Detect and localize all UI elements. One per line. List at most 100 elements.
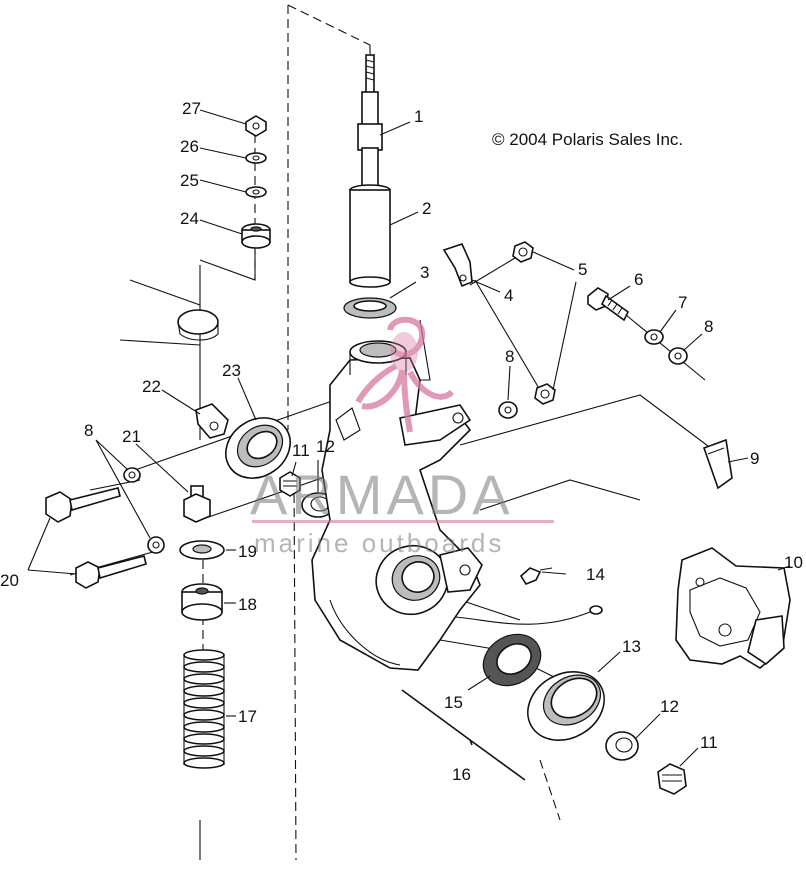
callout-26: 26 — [180, 137, 199, 156]
group-bracket-16 — [401, 689, 526, 781]
callout-22: 22 — [142, 377, 161, 396]
leader-8-right — [683, 333, 703, 351]
leader-14 — [541, 571, 567, 575]
callout-9: 9 — [750, 449, 759, 468]
callout-19: 19 — [238, 542, 257, 561]
leader-6 — [607, 285, 631, 301]
callout-16: 16 — [452, 765, 471, 784]
leader-26 — [199, 147, 247, 159]
callout-12-upper: 12 — [316, 437, 335, 456]
callout-24: 24 — [180, 209, 199, 228]
leader-25 — [199, 179, 247, 193]
leader-13 — [597, 651, 621, 673]
part-spring-17 — [183, 649, 225, 769]
leader-22 — [161, 389, 201, 415]
centerline-main-vertical — [287, 5, 297, 861]
leader-15 — [467, 675, 491, 691]
part-washer-3 — [343, 297, 397, 319]
centerline-bolts — [539, 759, 561, 821]
watermark-brand: ARMADA — [250, 463, 514, 526]
part-seal-15 — [482, 633, 542, 687]
callout-5: 5 — [578, 260, 587, 279]
part-bolt-20-upper — [45, 487, 121, 523]
part-plate — [177, 309, 219, 341]
part-nut-11-lower — [657, 763, 687, 795]
callout-11-upper: 11 — [292, 441, 310, 460]
callout-8-mid: 8 — [505, 347, 514, 366]
callout-2: 2 — [422, 199, 431, 218]
callout-17: 17 — [238, 707, 257, 726]
part-shaft — [357, 54, 383, 189]
part-sensor-14 — [427, 567, 603, 625]
part-fitting-21 — [183, 485, 211, 523]
part-tab-bracket — [442, 243, 473, 288]
callout-27: 27 — [182, 99, 201, 118]
leader-4 — [471, 279, 501, 293]
part-seal-23 — [225, 417, 291, 479]
leader-11-lower — [679, 747, 699, 767]
part-fitting-22 — [195, 403, 229, 439]
leader-20 — [27, 517, 77, 575]
callout-8-right: 8 — [704, 317, 713, 336]
part-nut-11-upper — [279, 471, 301, 497]
callout-12-lower: 12 — [660, 697, 679, 716]
part-block-9 — [702, 438, 733, 490]
copyright-text: © 2004 Polaris Sales Inc. — [492, 130, 684, 149]
callout-14: 14 — [586, 565, 605, 584]
callout-10: 10 — [784, 553, 803, 572]
part-washer-8-mid — [498, 401, 518, 419]
leader-12-lower — [635, 713, 661, 739]
leader-1 — [379, 121, 411, 136]
part-washer-8-left-top — [123, 467, 141, 483]
watermark-divider — [252, 520, 554, 523]
leader-8-left — [95, 439, 151, 539]
part-nut-27 — [245, 115, 267, 137]
part-bushing-18 — [181, 583, 223, 621]
part-washer-7 — [644, 329, 664, 345]
part-bolt-20-lower — [75, 555, 147, 589]
callout-8-left: 8 — [84, 421, 93, 440]
squid-logo-icon — [355, 316, 455, 433]
part-bushing-12-lower — [605, 731, 639, 761]
part-nut-5-bottom — [534, 383, 556, 405]
callout-21: 21 — [122, 427, 141, 446]
centerline-top — [287, 4, 371, 46]
leader-24 — [199, 219, 243, 235]
leader-21 — [135, 443, 189, 493]
part-washer-25 — [245, 186, 267, 198]
leader-11-upper — [291, 461, 297, 477]
callout-23: 23 — [222, 361, 241, 380]
callout-18: 18 — [238, 595, 257, 614]
leader-3 — [389, 281, 417, 299]
callout-6: 6 — [634, 270, 643, 289]
leader-7 — [659, 309, 677, 333]
part-washer-8-right — [668, 347, 688, 365]
part-washer-19 — [179, 540, 225, 560]
callout-7: 7 — [678, 293, 687, 312]
leader-10 — [777, 565, 791, 571]
part-nut-5-top — [512, 241, 534, 263]
callout-1: 1 — [414, 107, 423, 126]
leader-27 — [199, 109, 247, 125]
part-housing-10 — [675, 547, 791, 669]
leader-2 — [389, 211, 419, 226]
part-ring-13 — [527, 671, 605, 741]
callout-3: 3 — [420, 263, 429, 282]
callout-4: 4 — [504, 286, 513, 305]
leader-9 — [727, 457, 749, 463]
callout-13: 13 — [622, 637, 641, 656]
watermark-tagline: marine outboards — [254, 528, 505, 558]
leader-23 — [237, 377, 257, 421]
part-sleeve — [349, 184, 391, 288]
main-housing — [311, 340, 483, 671]
callout-11-lower: 11 — [700, 733, 718, 752]
part-washer-26 — [245, 152, 267, 164]
callout-25: 25 — [180, 171, 199, 190]
leader-8-mid — [507, 365, 511, 401]
part-bushing-24 — [241, 223, 271, 249]
leader-5 — [532, 251, 577, 391]
part-bolt-6 — [587, 287, 630, 322]
part-washer-8-left-bottom — [147, 536, 165, 554]
